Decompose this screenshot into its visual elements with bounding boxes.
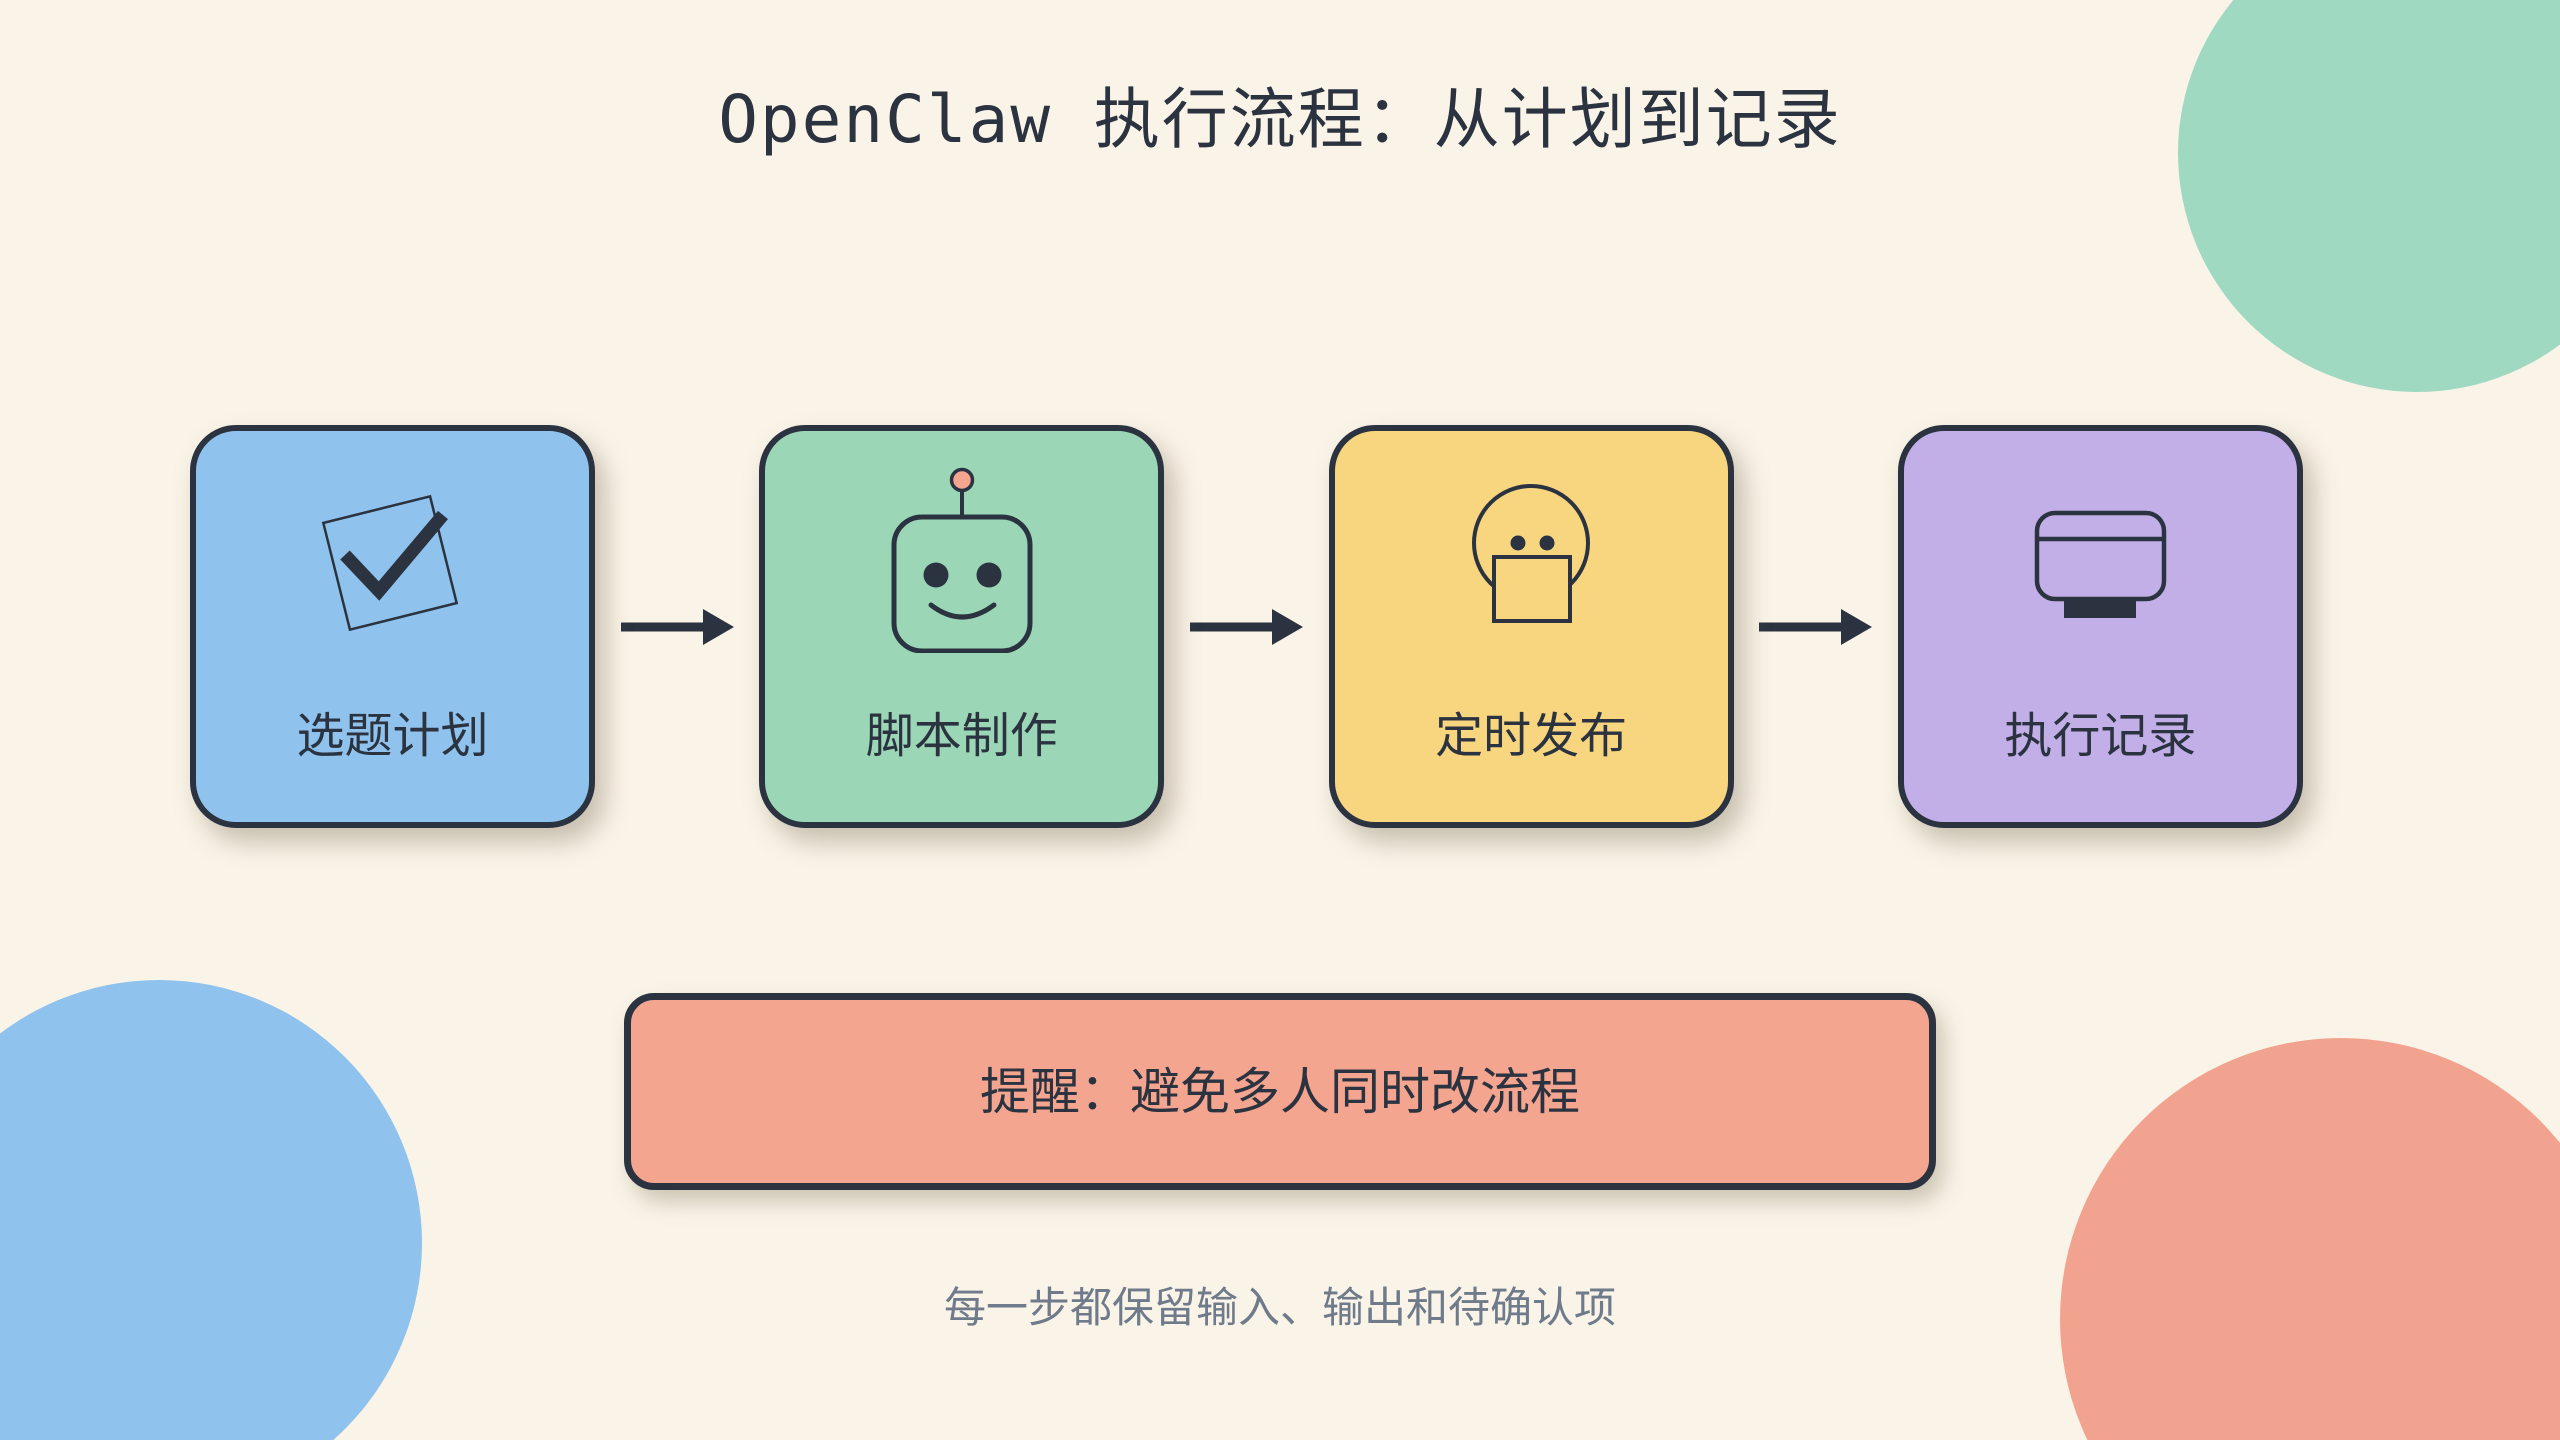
green-circle-decoration — [2178, 0, 2560, 392]
step-label: 脚本制作 — [865, 708, 1058, 764]
record-box-icon — [1990, 463, 2210, 653]
robot-icon — [852, 463, 1072, 653]
schedule-icon — [1421, 463, 1641, 653]
step-label: 选题计划 — [296, 708, 489, 764]
reminder-text: 提醒：避免多人同时改流程 — [980, 1062, 1580, 1121]
reminder-banner: 提醒：避免多人同时改流程 — [624, 993, 1936, 1190]
flow-row: 选题计划 脚本制作 — [190, 425, 2303, 828]
step-card-script-making: 脚本制作 — [759, 425, 1165, 828]
flow-arrow-icon — [1759, 608, 1873, 645]
step-label: 定时发布 — [1435, 708, 1628, 764]
step-card-topic-plan: 选题计划 — [190, 425, 595, 828]
step-card-execution-record: 执行记录 — [1897, 425, 2303, 828]
flow-arrow-icon — [620, 608, 734, 645]
flow-arrow-icon — [1189, 608, 1303, 645]
page-title: OpenClaw 执行流程：从计划到记录 — [718, 81, 1842, 158]
footer-note: 每一步都保留输入、输出和待确认项 — [943, 1283, 1616, 1332]
checklist-icon — [283, 463, 503, 653]
blue-circle-decoration — [0, 980, 422, 1440]
step-card-scheduled-publish: 定时发布 — [1328, 425, 1734, 828]
salmon-circle-decoration — [2060, 1038, 2560, 1440]
step-label: 执行记录 — [2004, 708, 2197, 764]
